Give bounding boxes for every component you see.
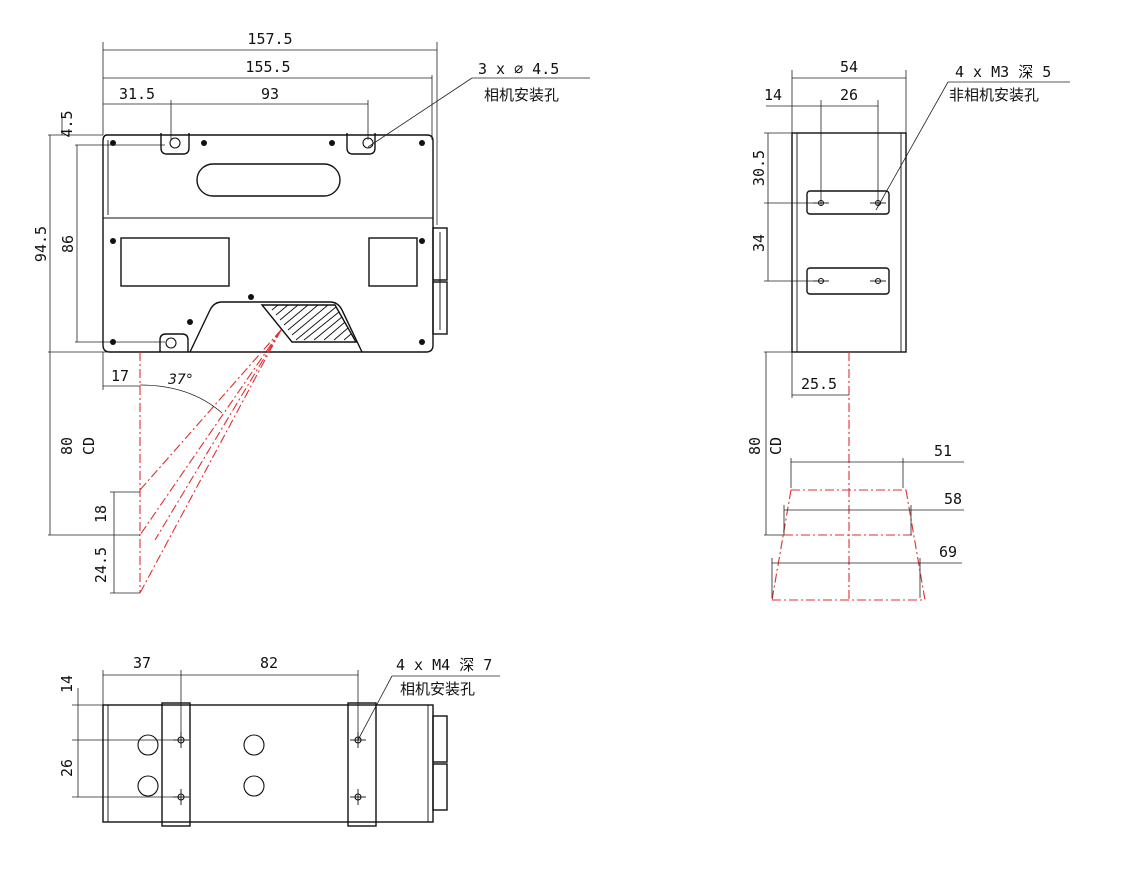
dim-side-cd-value: 80 xyxy=(746,437,764,455)
screw-icon xyxy=(419,339,425,345)
dim-side-vertical-spacing: 34 xyxy=(750,234,768,252)
mount-hole-icon xyxy=(362,137,374,149)
dim-hole-spacing: 93 xyxy=(261,85,279,103)
dim-bottom-hole-spacing: 82 xyxy=(260,654,278,672)
dim-bottom-vertical-spacing: 26 xyxy=(58,759,76,777)
callout-front-line2: 相机安装孔 xyxy=(484,86,559,104)
laser-window-hatch xyxy=(271,304,352,341)
label-window xyxy=(120,237,230,287)
screw-icon xyxy=(419,238,425,244)
dim-fov-mid: 58 xyxy=(944,490,962,508)
screw-icon xyxy=(187,319,193,325)
dim-side-top-offset: 30.5 xyxy=(750,150,768,186)
indicator-window xyxy=(368,237,418,287)
bottom-body xyxy=(102,704,434,823)
dim-hole-offset: 31.5 xyxy=(119,85,155,103)
dim-side-width: 54 xyxy=(840,58,858,76)
bottom-view: 37 82 4 x M4 深 7 相机安装孔 14 26 xyxy=(58,654,500,827)
dim-fov-near: 51 xyxy=(934,442,952,460)
bottom-hole-icon xyxy=(243,734,265,756)
window-slot xyxy=(196,163,341,197)
laser-window xyxy=(260,304,358,343)
dim-overall-width: 157.5 xyxy=(247,30,292,48)
dim-bottom-top-offset: 14 xyxy=(58,675,76,693)
dim-side-cd-label: CD xyxy=(767,437,785,455)
screw-icon xyxy=(329,140,335,146)
dim-side-hole-spacing: 26 xyxy=(840,86,858,104)
callout-bottom-line1: 4 x M4 深 7 xyxy=(396,656,492,674)
mount-hole-icon xyxy=(165,337,177,349)
dim-beam-offset: 17 xyxy=(111,367,129,385)
dim-side-beam-offset: 25.5 xyxy=(801,375,837,393)
mount-hole-icon xyxy=(169,137,181,149)
screw-icon xyxy=(419,140,425,146)
screw-icon xyxy=(110,238,116,244)
side-holes xyxy=(813,199,886,285)
callout-side-line2: 非相机安装孔 xyxy=(949,86,1039,104)
dim-far-range: 24.5 xyxy=(92,547,110,583)
screw-icon xyxy=(248,294,254,300)
callout-side-line1: 4 x M3 深 5 xyxy=(955,63,1051,81)
dim-overall-height: 94.5 xyxy=(32,226,50,262)
dim-cd-label: CD xyxy=(80,437,98,455)
front-view: 157.5 155.5 31.5 93 4.5 94.5 86 xyxy=(32,30,590,594)
dim-side-edge-offset: 14 xyxy=(764,86,782,104)
dim-cd-value: 80 xyxy=(58,437,76,455)
callout-front-line1: 3 x ∅ 4.5 xyxy=(478,60,559,78)
bottom-hole-icon xyxy=(243,775,265,797)
dim-angle: 37° xyxy=(168,372,193,388)
screw-icon xyxy=(110,140,116,146)
dim-near-range: 18 xyxy=(92,505,110,523)
screw-icon xyxy=(201,140,207,146)
dim-fov-far: 69 xyxy=(939,543,957,561)
dim-body-width: 155.5 xyxy=(245,58,290,76)
bottom-hole-icon xyxy=(137,775,159,797)
dim-hole-height: 86 xyxy=(59,235,77,253)
dim-top-offset: 4.5 xyxy=(58,110,76,137)
side-view: 54 14 26 4 x M3 深 5 非相机安装孔 xyxy=(746,58,1070,601)
screw-icon xyxy=(110,339,116,345)
bottom-hole-icon xyxy=(137,734,159,756)
side-body xyxy=(791,132,907,353)
threaded-holes xyxy=(173,732,366,805)
dim-bottom-edge-offset: 37 xyxy=(133,654,151,672)
callout-bottom-line2: 相机安装孔 xyxy=(400,680,475,698)
